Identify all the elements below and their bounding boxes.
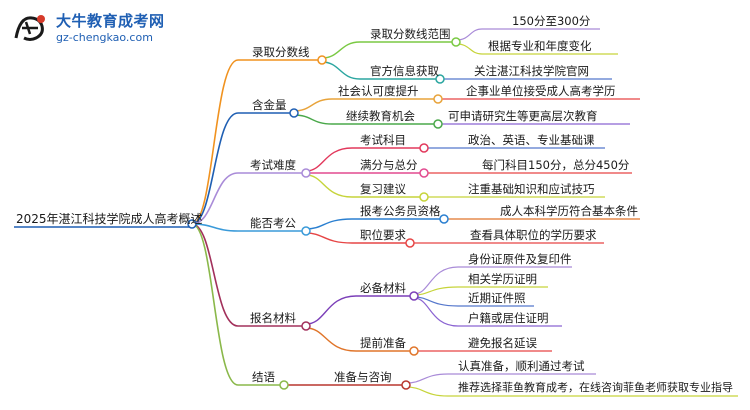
sub-social-recognition: 社会认可度提升 — [338, 84, 419, 98]
sub-official-info: 官方信息获取 — [370, 64, 439, 78]
brand-name: 大牛教育成考网 — [56, 12, 165, 30]
brand-logo: 大牛教育成考网 gz-chengkao.com — [10, 6, 170, 50]
leaf-residence: 户籍或居住证明 — [468, 311, 549, 325]
root-topic: 2025年湛江科技学院成人高考概述 — [16, 212, 203, 226]
sub-exam-subjects: 考试科目 — [360, 133, 406, 147]
sub-prep-consult: 准备与咨询 — [334, 370, 392, 384]
leaf-score-variation: 根据专业和年度变化 — [488, 39, 592, 53]
branch-materials: 报名材料 — [250, 311, 296, 325]
sub-required-materials: 必备材料 — [360, 281, 406, 295]
leaf-review-tips: 注重基础知识和应试技巧 — [468, 182, 595, 196]
bull-logo-icon — [14, 15, 45, 41]
leaf-job-requirements: 查看具体职位的学历要求 — [470, 228, 597, 242]
leaf-id-card: 身份证原件及复印件 — [468, 252, 572, 266]
leaf-recommendation: 推荐选择菲鱼教育成考，在线咨询菲鱼老师获取专业指导 — [458, 381, 733, 394]
sub-job-requirements: 职位要求 — [360, 228, 406, 242]
sub-civil-eligibility: 报考公务员资格 — [360, 204, 441, 218]
leaf-employer-acceptance: 企事业单位接受成人高考学历 — [466, 84, 616, 98]
sub-further-education: 继续教育机会 — [346, 109, 415, 123]
sub-review-advice: 复习建议 — [360, 182, 406, 196]
sub-score-range: 录取分数线范围 — [370, 27, 451, 41]
leaf-subjects: 政治、英语、专业基础课 — [468, 133, 595, 147]
branch-civil-service: 能否考公 — [250, 216, 296, 230]
leaf-eligibility: 成人本科学历符合基本条件 — [500, 204, 638, 218]
sub-prepare-early: 提前准备 — [360, 336, 406, 350]
leaf-prepare-well: 认真准备，顺利通过考试 — [458, 359, 585, 373]
leaf-score-total: 每门科目150分，总分450分 — [482, 158, 630, 172]
leaf-score-range: 150分至300分 — [512, 14, 591, 28]
leaf-photo: 近期证件照 — [468, 291, 526, 305]
leaf-avoid-delay: 避免报名延误 — [468, 336, 537, 350]
sub-full-score: 满分与总分 — [360, 158, 418, 172]
brand-url: gz-chengkao.com — [56, 31, 153, 44]
branch-admission-score: 录取分数线 — [252, 45, 310, 59]
leaf-official-site: 关注湛江科技学院官网 — [474, 64, 589, 78]
leaf-postgraduate: 可申请研究生等更高层次教育 — [448, 109, 598, 123]
branch-value: 含金量 — [252, 98, 287, 112]
branch-conclusion: 结语 — [252, 370, 275, 384]
leaf-diploma: 相关学历证明 — [468, 272, 537, 286]
branch-difficulty: 考试难度 — [250, 158, 296, 172]
